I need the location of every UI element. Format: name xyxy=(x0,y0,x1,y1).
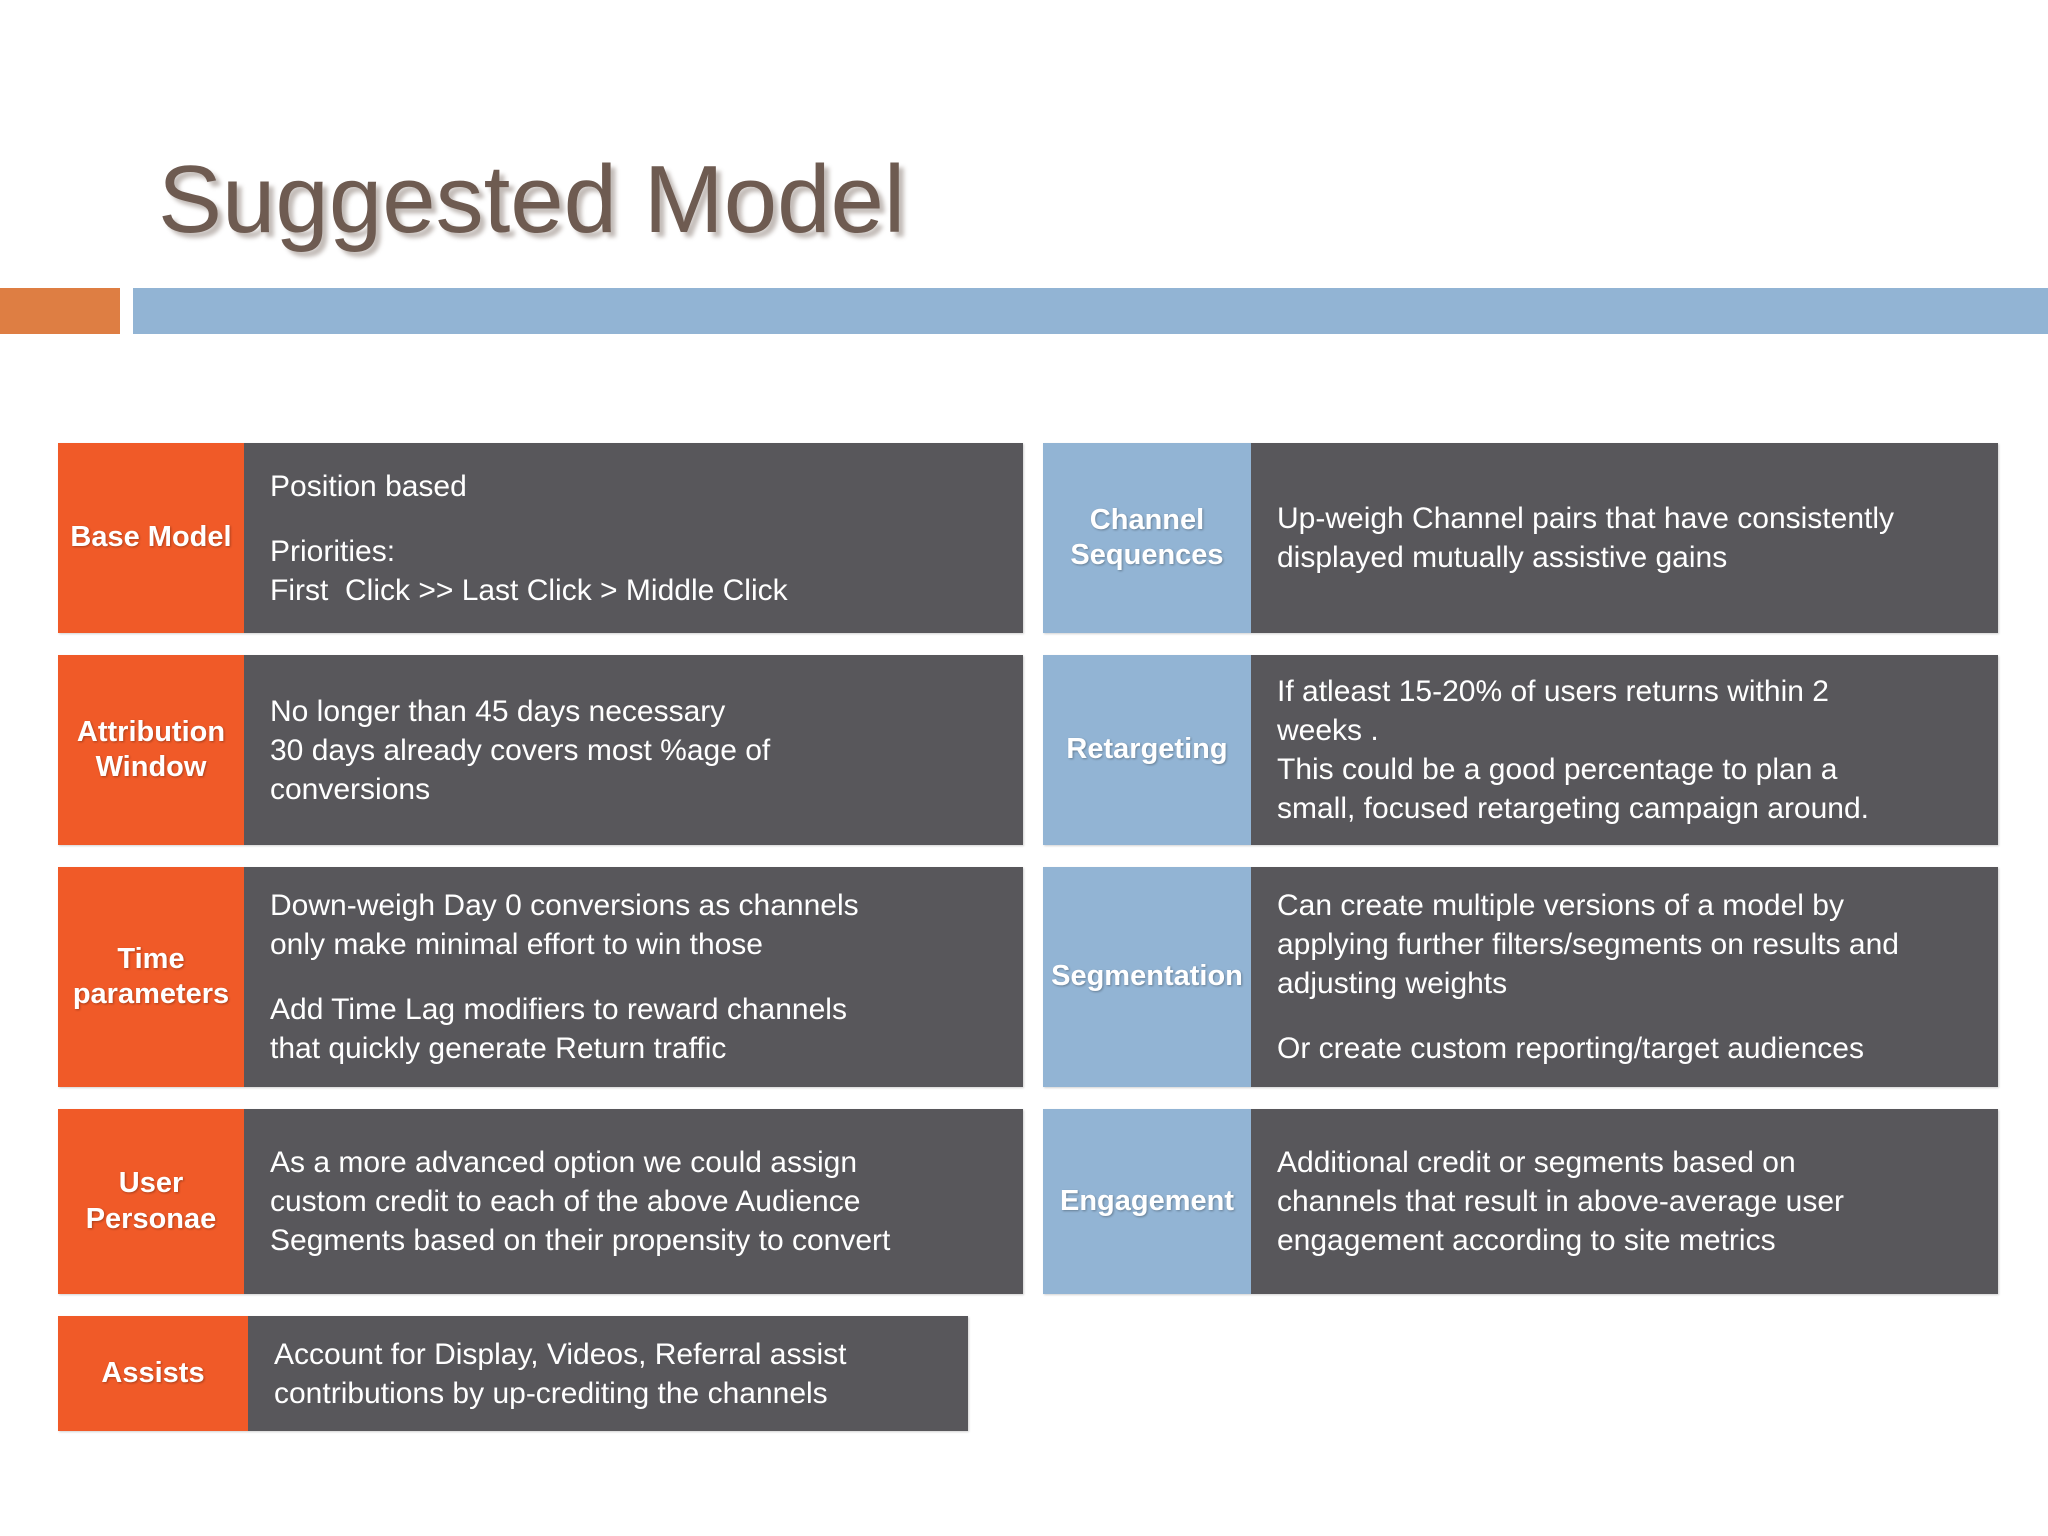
card-body: Down-weigh Day 0 conversions as channels… xyxy=(244,867,1023,1087)
card-body: Additional credit or segments based on ch… xyxy=(1251,1109,1998,1294)
card-body-line xyxy=(270,506,1001,532)
card-label: Assists xyxy=(58,1316,248,1431)
card-body-line: displayed mutually assistive gains xyxy=(1277,541,1728,574)
card-body: As a more advanced option we could assig… xyxy=(244,1109,1023,1294)
card-body: No longer than 45 days necessary 30 days … xyxy=(244,655,1023,845)
card-body-line: Add Time Lag modifiers to reward channel… xyxy=(270,993,847,1026)
card-body-line: No longer than 45 days necessary xyxy=(270,694,726,728)
card-label: Segmentation xyxy=(1043,867,1251,1087)
card-time-parameters[interactable]: Time parameters Down-weigh Day 0 convers… xyxy=(58,867,1023,1087)
card-assists[interactable]: Assists Account for Display, Videos, Ref… xyxy=(58,1316,968,1431)
page-title: Suggested Model xyxy=(158,146,906,254)
card-body-line: adjusting weights xyxy=(1277,967,1508,1000)
card-body-line: engagement according to site metrics xyxy=(1277,1224,1776,1257)
card-label: Channel Sequences xyxy=(1043,443,1251,633)
card-body-line xyxy=(1277,1003,1976,1029)
card-label: Engagement xyxy=(1043,1109,1251,1294)
divider-accent-block xyxy=(0,288,120,334)
card-body-line: custom credit to each of the above Audie… xyxy=(270,1185,861,1218)
card-retargeting[interactable]: Retargeting If atleast 15-20% of users r… xyxy=(1043,655,1998,845)
card-body-line: If atleast 15-20% of users returns withi… xyxy=(1277,675,1829,708)
card-label: Attribution Window xyxy=(58,655,244,845)
card-label: Retargeting xyxy=(1043,655,1251,845)
card-body-line: Segments based on their propensity to co… xyxy=(270,1224,891,1257)
card-body-line: contributions by up-crediting the channe… xyxy=(274,1376,828,1410)
card-body-line: As a more advanced option we could assig… xyxy=(270,1146,858,1179)
divider-bar xyxy=(133,288,2048,334)
card-body-line: Or create custom reporting/target audien… xyxy=(1277,1032,1864,1065)
card-body-line: 30 days already covers most %age of xyxy=(270,733,771,767)
card-body-line: applying further filters/segments on res… xyxy=(1277,928,1899,961)
card-body-line: This could be a good percentage to plan … xyxy=(1277,753,1838,786)
card-body-line: Account for Display, Videos, Referral as… xyxy=(274,1337,847,1371)
card-body: Up-weigh Channel pairs that have consist… xyxy=(1251,443,1998,633)
card-channel-sequences[interactable]: Channel Sequences Up-weigh Channel pairs… xyxy=(1043,443,1998,633)
card-body-line: Down-weigh Day 0 conversions as channels xyxy=(270,889,859,922)
card-body-line: small, focused retargeting campaign arou… xyxy=(1277,792,1870,825)
card-body-line: channels that result in above-average us… xyxy=(1277,1185,1845,1218)
card-body-line: Up-weigh Channel pairs that have consist… xyxy=(1277,502,1895,535)
card-body-line: First Click >> Last Click > Middle Click xyxy=(270,573,788,607)
card-body: Account for Display, Videos, Referral as… xyxy=(248,1316,968,1431)
card-body-line: Additional credit or segments based on xyxy=(1277,1146,1796,1179)
card-body-line: Position based xyxy=(270,469,467,503)
card-attribution-window[interactable]: Attribution Window No longer than 45 day… xyxy=(58,655,1023,845)
card-body-line: weeks . xyxy=(1277,714,1379,747)
card-body-line: conversions xyxy=(270,772,431,806)
card-body-line: only make minimal effort to win those xyxy=(270,928,763,961)
card-body-line: that quickly generate Return traffic xyxy=(270,1032,727,1065)
card-body: If atleast 15-20% of users returns withi… xyxy=(1251,655,1998,845)
card-label: User Personae xyxy=(58,1109,244,1294)
card-body-line: Can create multiple versions of a model … xyxy=(1277,889,1844,922)
card-segmentation[interactable]: Segmentation Can create multiple version… xyxy=(1043,867,1998,1087)
card-user-personae[interactable]: User Personae As a more advanced option … xyxy=(58,1109,1023,1294)
card-engagement[interactable]: Engagement Additional credit or segments… xyxy=(1043,1109,1998,1294)
card-body-line xyxy=(270,964,1001,990)
card-label: Time parameters xyxy=(58,867,244,1087)
card-body: Can create multiple versions of a model … xyxy=(1251,867,1998,1087)
card-label: Base Model xyxy=(58,443,244,633)
right-card-column: Channel Sequences Up-weigh Channel pairs… xyxy=(1043,443,1998,1316)
card-body-line: Priorities: xyxy=(270,534,396,568)
